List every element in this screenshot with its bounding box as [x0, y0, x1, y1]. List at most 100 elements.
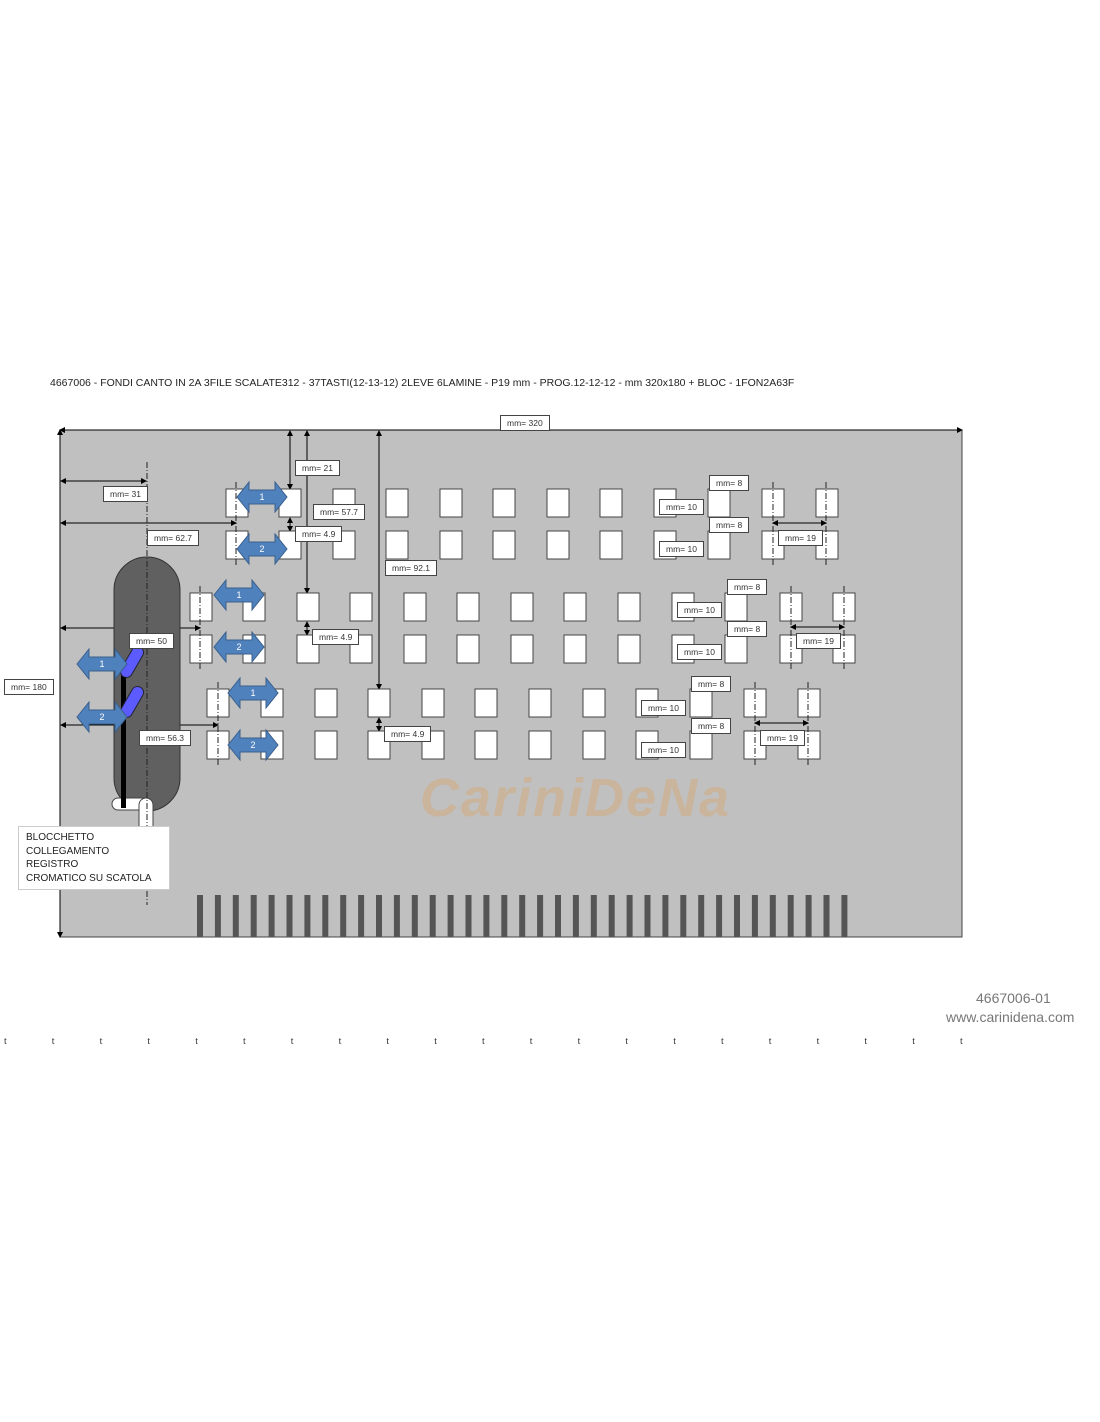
- arrow-number: 2: [250, 740, 255, 750]
- tick-mark: t: [195, 1036, 198, 1047]
- reed-bar: [734, 895, 740, 937]
- key-slot: [456, 592, 480, 622]
- reed-bar: [572, 895, 579, 937]
- key-slot: [724, 634, 748, 664]
- reed-bar: [751, 895, 758, 937]
- reed-bar: [250, 895, 257, 937]
- tick-mark: t: [482, 1036, 485, 1047]
- key-slot: [385, 488, 409, 518]
- double-arrow-icon: 2: [213, 630, 265, 664]
- reed-bar: [268, 895, 275, 937]
- tick-mark: t: [290, 1036, 294, 1047]
- arrow-number: 1: [250, 688, 255, 698]
- reed-bar: [304, 895, 311, 937]
- key-slot: [314, 688, 338, 718]
- key-slot: [314, 730, 338, 760]
- reed-bar: [376, 895, 382, 937]
- reed-bar: [769, 895, 776, 937]
- key-slot: [439, 530, 463, 560]
- double-arrow-icon: 1: [236, 480, 288, 514]
- dimension-label: mm= 10: [677, 644, 722, 660]
- dimension-label: mm= 19: [796, 633, 841, 649]
- reed-bar: [483, 895, 490, 937]
- dimension-label: mm= 8: [691, 676, 732, 692]
- board: [59, 429, 963, 938]
- reed-bar: [608, 895, 615, 937]
- key-slot: [474, 730, 498, 760]
- tick-mark: t: [147, 1036, 151, 1047]
- dimension-label: mm= 4.9: [384, 726, 432, 742]
- reed-bar: [680, 895, 687, 937]
- key-slot: [403, 634, 427, 664]
- dimension-label: mm= 8: [727, 579, 768, 595]
- reed-bar: [358, 895, 365, 937]
- tick-mark: t: [243, 1036, 246, 1047]
- key-slot: [617, 592, 641, 622]
- tick-mark: t: [816, 1036, 820, 1047]
- reed-bar: [644, 895, 651, 937]
- tick-mark: t: [625, 1036, 629, 1047]
- reed-bar: [805, 895, 812, 937]
- key-slot: [296, 592, 320, 622]
- drawing-title: 4667006 - FONDI CANTO IN 2A 3FILE SCALAT…: [50, 377, 795, 389]
- arrow-number: 1: [236, 590, 241, 600]
- drawing-code: 4667006-01: [976, 990, 1051, 1006]
- reed-bar: [411, 895, 418, 937]
- arrow-number: 1: [259, 492, 264, 502]
- reed-bar: [214, 895, 221, 937]
- block-note: BLOCCHETTO COLLEGAMENTO REGISTRO CROMATI…: [18, 826, 170, 890]
- reed-bar: [555, 895, 561, 937]
- key-slot: [599, 530, 623, 560]
- key-slot: [707, 488, 731, 518]
- watermark: CariniDeNa: [420, 768, 732, 828]
- website: www.carinidena.com: [946, 1009, 1075, 1025]
- reed-bar: [519, 895, 526, 937]
- key-slot: [582, 730, 606, 760]
- key-slot: [189, 592, 213, 622]
- dimension-label: mm= 56.3: [139, 730, 192, 746]
- double-arrow-icon: 2: [76, 700, 128, 734]
- dimension-label: mm= 8: [691, 718, 732, 734]
- arrow-number: 2: [99, 712, 104, 722]
- reed-bar: [393, 895, 400, 937]
- key-slot: [367, 688, 391, 718]
- dimension-label: mm= 180: [4, 679, 54, 695]
- register-block: [111, 556, 181, 839]
- reed-bar: [447, 895, 454, 937]
- reed-bar: [662, 895, 669, 937]
- double-arrow-icon: 1: [227, 676, 279, 710]
- key-slot: [189, 634, 213, 664]
- key-slot: [546, 488, 570, 518]
- key-slot: [510, 634, 534, 664]
- tick-mark: t: [721, 1036, 724, 1047]
- tick-mark: t: [434, 1036, 437, 1047]
- dimension-label: mm= 62.7: [147, 530, 200, 546]
- arrow-number: 2: [259, 544, 264, 554]
- dimension-label: mm= 10: [659, 499, 704, 515]
- tick-mark: t: [51, 1036, 55, 1047]
- note-line: COLLEGAMENTO REGISTRO: [26, 845, 110, 871]
- reed-bar: [232, 895, 239, 937]
- reed-bar: [590, 895, 597, 937]
- key-slot: [563, 592, 587, 622]
- key-slot: [689, 688, 713, 718]
- dimension-label: mm= 92.1: [385, 560, 438, 576]
- key-slot: [724, 592, 748, 622]
- key-slot: [492, 488, 516, 518]
- key-slot: [349, 592, 373, 622]
- dimension-label: mm= 4.9: [312, 629, 360, 645]
- dimension-label: mm= 10: [641, 700, 686, 716]
- dimension-label: mm= 10: [677, 602, 722, 618]
- key-slot: [797, 688, 821, 718]
- key-slot: [617, 634, 641, 664]
- key-slot: [474, 688, 498, 718]
- reed-comb: [197, 895, 848, 937]
- key-slot: [599, 488, 623, 518]
- dimension-label: mm= 320: [500, 415, 550, 431]
- reed-bar: [286, 895, 293, 937]
- dimension-label: mm= 21: [295, 460, 340, 476]
- arrow-number: 2: [236, 642, 241, 652]
- reed-bar: [340, 895, 347, 937]
- tick-mark: t: [529, 1036, 533, 1047]
